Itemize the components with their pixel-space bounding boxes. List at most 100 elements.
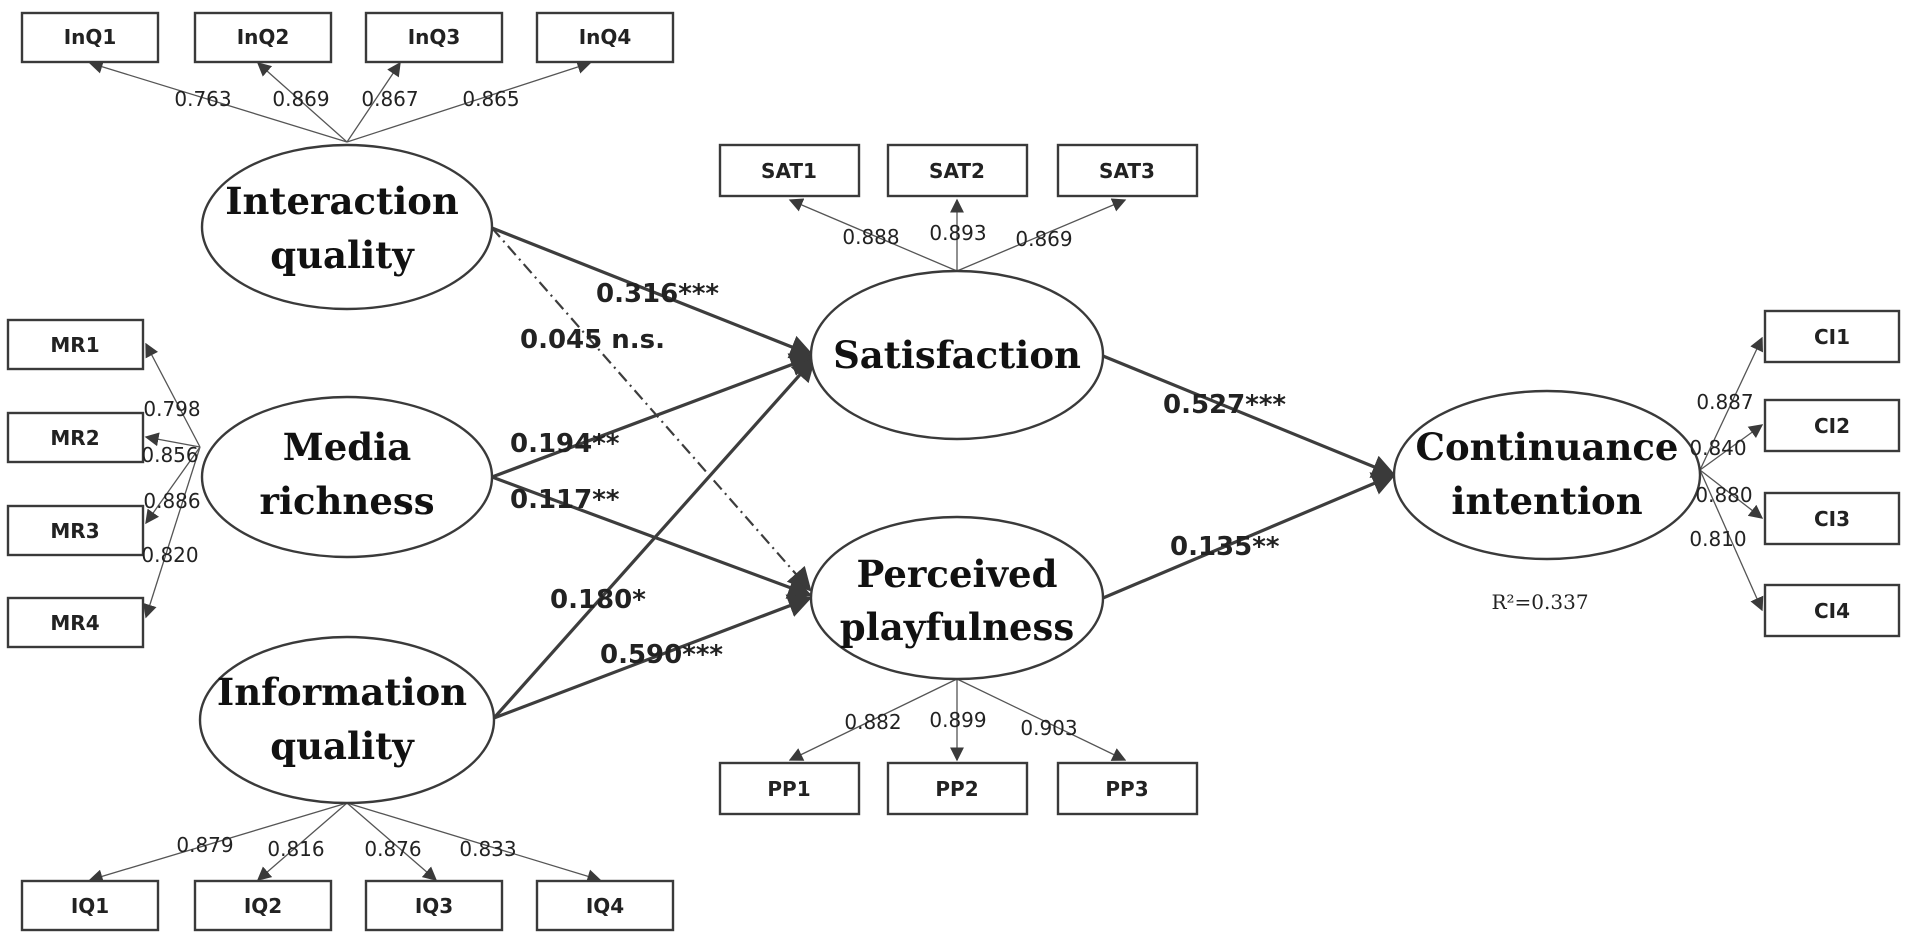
- loading-arrow-ci4: [1699, 469, 1764, 612]
- coef-satisfaction-continuance: 0.527***: [1163, 390, 1286, 420]
- loading-arrows: [88, 60, 1764, 884]
- loading-iq4: 0.833: [459, 837, 516, 861]
- indicator-inq3: InQ3: [364, 11, 504, 64]
- indicator-label: IQ2: [244, 894, 282, 918]
- indicator-label: CI2: [1814, 414, 1850, 438]
- indicator-label: IQ4: [586, 894, 624, 918]
- indicator-pp2: PP2: [886, 761, 1029, 816]
- indicator-iq3: IQ3: [364, 879, 504, 932]
- loading-arrow-mr2: [144, 432, 201, 448]
- loading-arrow-iq1: [88, 802, 348, 884]
- indicator-pp1: PP1: [718, 761, 861, 816]
- indicator-iq1: IQ1: [20, 879, 160, 932]
- loading-arrow-pp3: [956, 678, 1127, 761]
- loading-ci3: 0.880: [1695, 483, 1752, 507]
- construct-label-line-2: playfulness: [840, 605, 1074, 649]
- indicator-mr2: MR2: [6, 411, 145, 464]
- r-squared-label: R²=0.337: [1491, 590, 1588, 614]
- loading-iq2: 0.816: [267, 837, 324, 861]
- construct-satisfaction: Satisfaction: [809, 269, 1105, 441]
- loading-iq3: 0.876: [364, 837, 421, 861]
- indicator-label: PP3: [1105, 777, 1148, 801]
- loading-mr1: 0.798: [143, 397, 200, 421]
- loading-mr3: 0.886: [143, 489, 200, 513]
- coef-playfulness-continuance: 0.135**: [1170, 532, 1280, 562]
- indicator-label: SAT1: [761, 159, 817, 183]
- loading-inq3: 0.867: [361, 87, 418, 111]
- coef-media-satisfaction: 0.194**: [510, 429, 620, 459]
- indicator-inq1: InQ1: [20, 11, 160, 64]
- path-satisfaction-to-continuance: [1102, 354, 1397, 478]
- loading-arrow-sat1: [788, 198, 958, 272]
- construct-information-quality: Information quality: [198, 635, 496, 805]
- construct-label-line-1: Perceived: [857, 552, 1058, 596]
- construct-label-line-1: Information: [217, 670, 467, 714]
- indicator-iq2: IQ2: [193, 879, 333, 932]
- construct-label-line-2: intention: [1451, 479, 1642, 523]
- loading-ci1: 0.887: [1696, 390, 1753, 414]
- path-media-to-playfulness: [491, 475, 813, 599]
- loading-arrow-inq3: [346, 61, 401, 143]
- construct-perceived-playfulness: Perceived playfulness: [809, 515, 1105, 681]
- loading-mr4: 0.820: [141, 543, 198, 567]
- path-coefficients: 0.316*** 0.045 n.s. 0.194** 0.117** 0.18…: [510, 279, 1286, 670]
- indicator-label: IQ3: [415, 894, 453, 918]
- indicator-label: PP1: [767, 777, 810, 801]
- loading-arrow-pp1: [788, 678, 958, 761]
- indicator-label: MR2: [50, 426, 99, 450]
- indicator-label: MR1: [50, 333, 99, 357]
- indicator-label: PP2: [935, 777, 978, 801]
- loading-arrow-mr3: [145, 446, 201, 525]
- loading-arrow-sat3: [956, 198, 1127, 272]
- loading-arrow-inq2: [256, 62, 348, 143]
- loading-pp3: 0.903: [1020, 716, 1077, 740]
- indicator-mr1: MR1: [6, 318, 145, 371]
- construct-label: Satisfaction: [833, 333, 1081, 377]
- construct-continuance-intention: Continuance intention: [1392, 389, 1702, 561]
- loading-arrow-mr4: [143, 446, 201, 619]
- indicator-ci3: CI3: [1763, 491, 1901, 546]
- loading-inq2: 0.869: [272, 87, 329, 111]
- loading-mr2: 0.856: [141, 443, 198, 467]
- construct-label-line-1: Continuance: [1416, 425, 1679, 469]
- loading-arrow-ci1: [1699, 336, 1763, 471]
- loading-ci4: 0.810: [1689, 527, 1746, 551]
- indicator-label: MR4: [50, 611, 99, 635]
- loading-sat1: 0.888: [842, 225, 899, 249]
- indicator-inq2: InQ2: [193, 11, 333, 64]
- construct-label-line-2: quality: [270, 233, 415, 277]
- loading-pp2: 0.899: [929, 708, 986, 732]
- structural-paths: [491, 226, 1397, 720]
- indicator-sat1: SAT1: [718, 143, 861, 198]
- loading-arrow-ci2: [1699, 424, 1764, 471]
- construct-interaction-quality: Interaction quality: [200, 143, 494, 311]
- construct-label-line-1: Interaction: [225, 179, 459, 223]
- path-media-to-satisfaction: [491, 353, 815, 479]
- indicator-label: MR3: [50, 519, 99, 543]
- loading-arrow-ci3: [1699, 469, 1764, 519]
- indicator-label: InQ1: [64, 25, 117, 49]
- path-playfulness-to-continuance: [1102, 472, 1397, 600]
- indicator-mr3: MR3: [6, 504, 145, 557]
- indicator-mr4: MR4: [6, 596, 145, 649]
- indicator-label: SAT2: [929, 159, 985, 183]
- indicator-label: InQ3: [408, 25, 461, 49]
- indicator-sat2: SAT2: [886, 143, 1029, 198]
- indicator-label: SAT3: [1099, 159, 1155, 183]
- path-interaction-to-satisfaction: [491, 226, 815, 359]
- indicator-label: InQ2: [237, 25, 290, 49]
- loading-arrow-mr1: [145, 342, 201, 448]
- loading-inq1: 0.763: [174, 87, 231, 111]
- construct-label-line-2: richness: [259, 479, 434, 523]
- loading-values: 0.763 0.869 0.867 0.865 0.798 0.856 0.88…: [141, 87, 1753, 861]
- indicator-ci4: CI4: [1763, 583, 1901, 638]
- indicator-boxes: InQ1 InQ2 InQ3 InQ4 MR1 MR2 MR3 MR4 IQ1 …: [6, 11, 1901, 932]
- indicator-label: CI4: [1814, 599, 1850, 623]
- coef-information-playfulness: 0.590***: [600, 640, 723, 670]
- indicator-label: CI3: [1814, 507, 1850, 531]
- indicator-label: InQ4: [579, 25, 632, 49]
- latent-constructs: Interaction quality Media richness Infor…: [198, 143, 1702, 805]
- loading-arrow-inq4: [346, 60, 592, 143]
- coef-interaction-satisfaction: 0.316***: [596, 279, 719, 309]
- indicator-inq4: InQ4: [535, 11, 675, 64]
